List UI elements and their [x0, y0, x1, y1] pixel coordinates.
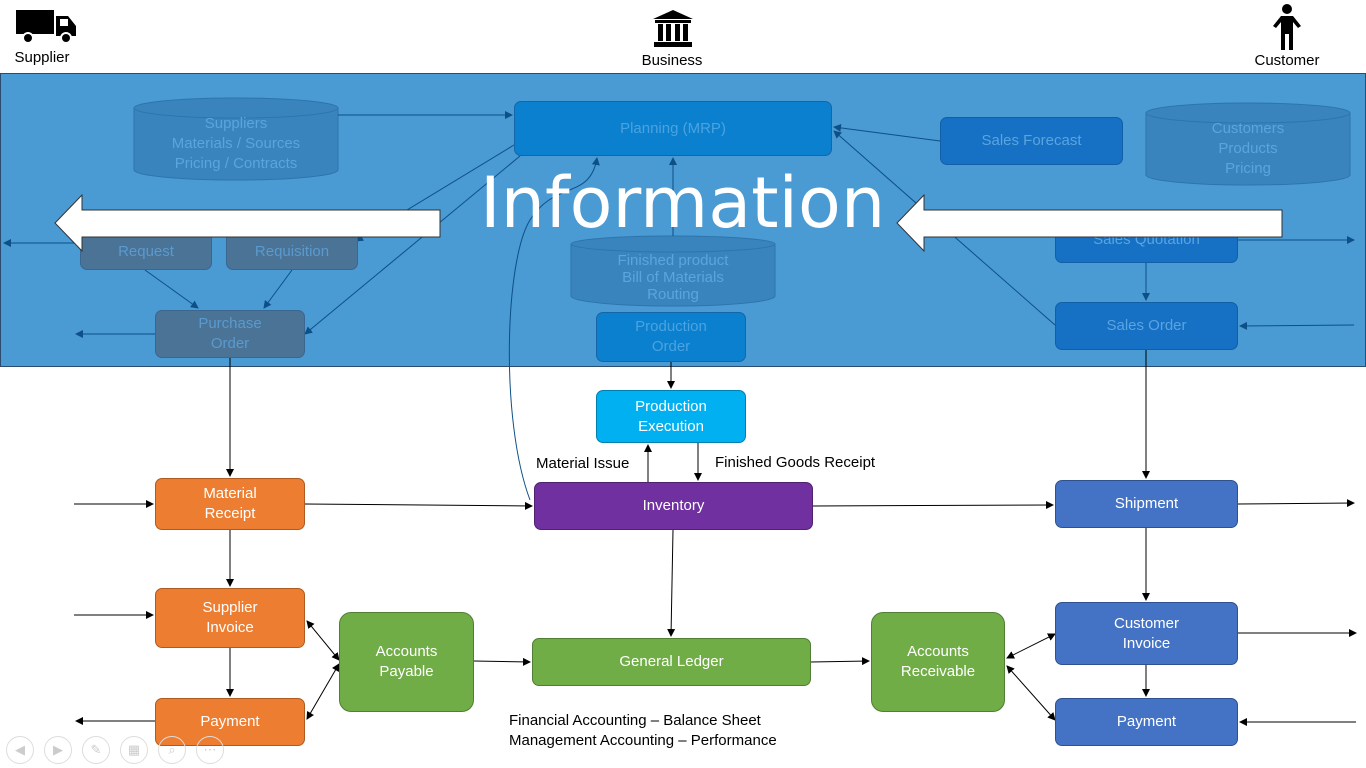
financial-accounting-note: Financial Accounting – Balance Sheet: [509, 712, 761, 729]
left-arrow-icon: [54, 194, 441, 252]
slides-icon[interactable]: ▦: [120, 736, 148, 764]
previous-icon[interactable]: ◀: [6, 736, 34, 764]
shipment-box: Shipment: [1055, 480, 1238, 528]
next-icon[interactable]: ▶: [44, 736, 72, 764]
material-issue-label: Material Issue: [536, 455, 630, 472]
supplier-invoice-box: Supplier Invoice: [155, 588, 305, 648]
inventory-box: Inventory: [534, 482, 813, 530]
customer-payment-box: Payment: [1055, 698, 1238, 746]
zoom-icon[interactable]: ⌕: [158, 736, 186, 764]
customer-invoice-box: Customer Invoice: [1055, 602, 1238, 665]
customer-label: Customer: [1254, 52, 1320, 69]
customers-database-label: Customers Products Pricing: [1211, 120, 1285, 177]
production-execution-box: Production Execution: [596, 390, 746, 443]
product-database: [570, 235, 776, 307]
product-database-label: Finished product Bill of Materials Routi…: [617, 252, 729, 303]
sales-order-box: Sales Order: [1055, 302, 1238, 350]
supplier-label: Supplier: [14, 49, 70, 66]
suppliers-database: [133, 97, 339, 181]
finished-goods-receipt-label: Finished Goods Receipt: [715, 454, 876, 471]
truck-icon: [16, 10, 76, 44]
accounts-receivable-box: Accounts Receivable: [871, 612, 1005, 712]
bank-icon: [653, 10, 693, 47]
person-icon: [1273, 4, 1301, 50]
production-order-box: Production Order: [596, 312, 746, 362]
general-ledger-box: General Ledger: [532, 638, 811, 686]
management-accounting-note: Management Accounting – Performance: [509, 732, 777, 749]
left-arrow-icon: [896, 194, 1283, 252]
supplier-payment-box: Payment: [155, 698, 305, 746]
pen-icon[interactable]: ✎: [82, 736, 110, 764]
customers-database: [1145, 102, 1351, 186]
more-icon[interactable]: ⋯: [196, 736, 224, 764]
purchase-order-box: Purchase Order: [155, 310, 305, 358]
information-title: Information: [480, 162, 886, 244]
accounts-payable-box: Accounts Payable: [339, 612, 474, 712]
business-label: Business: [641, 52, 703, 69]
planning-mrp-box: Planning (MRP): [514, 101, 832, 156]
material-receipt-box: Material Receipt: [155, 478, 305, 530]
suppliers-database-label: Suppliers Materials / Sources Pricing / …: [171, 115, 301, 172]
sales-forecast-box: Sales Forecast: [940, 117, 1123, 165]
